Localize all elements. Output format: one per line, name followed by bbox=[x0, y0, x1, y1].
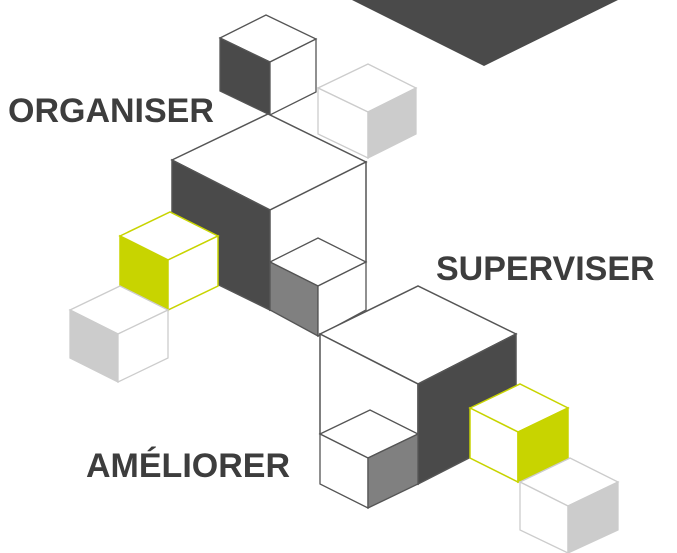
cube-light-bottom-left bbox=[68, 285, 170, 384]
label-ameliorer: AMÉLIORER bbox=[86, 447, 290, 485]
label-superviser: SUPERVISER bbox=[436, 250, 655, 288]
cube-top-small bbox=[218, 14, 318, 117]
top-banner-shape bbox=[352, 0, 618, 66]
label-organiser: ORGANISER bbox=[8, 92, 214, 130]
cube-light-bottom-right bbox=[518, 457, 620, 553]
cube-small-inner-2 bbox=[318, 409, 420, 510]
cube-small-inner-1 bbox=[268, 237, 368, 338]
cube-accent-right bbox=[468, 383, 570, 484]
cube-light-top-right bbox=[316, 63, 418, 160]
